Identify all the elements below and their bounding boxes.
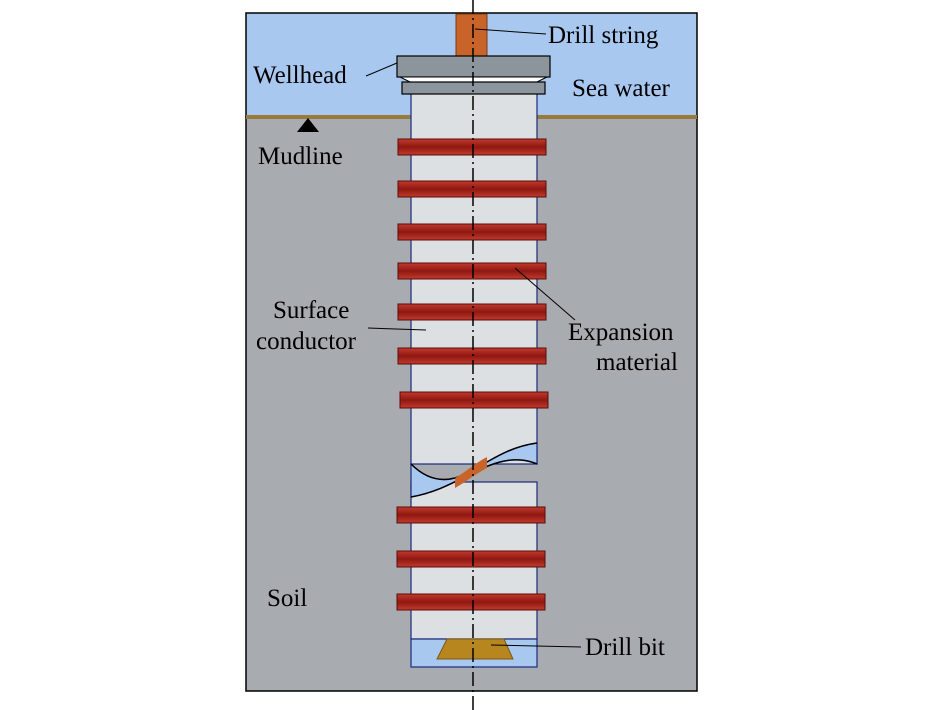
expansion-material-label-line2: material (596, 349, 678, 376)
wellhead-label: Wellhead (253, 62, 347, 89)
mudline-label: Mudline (258, 143, 343, 170)
leader-lines (365, 28, 582, 648)
expansion-band (397, 138, 547, 156)
drill-string-segment (455, 457, 487, 488)
expansion-band (397, 262, 547, 280)
expansion-band (396, 506, 546, 524)
expansion-band (399, 391, 549, 409)
drill-bit-label: Drill bit (585, 634, 665, 661)
expansion-band (396, 593, 546, 611)
drill-string (455, 13, 488, 57)
drill-string-label: Drill string (548, 22, 659, 49)
expansion-band (397, 180, 547, 198)
surface-conductor-label-line1: Surface (273, 297, 349, 324)
sea-water-label: Sea water (572, 75, 671, 102)
expansion-material-label-line1: Expansion (568, 319, 674, 346)
soil-label: Soil (267, 585, 307, 612)
expansion-band (397, 347, 547, 365)
expansion-bands (396, 138, 549, 611)
conductor-break (410, 442, 538, 498)
mudline-marker-icon (297, 118, 319, 132)
expansion-band (397, 303, 547, 321)
expansion-band (397, 223, 547, 241)
expansion-band (396, 550, 546, 568)
surface-conductor-label-line2: conductor (256, 328, 357, 355)
drill-bit (436, 638, 514, 660)
